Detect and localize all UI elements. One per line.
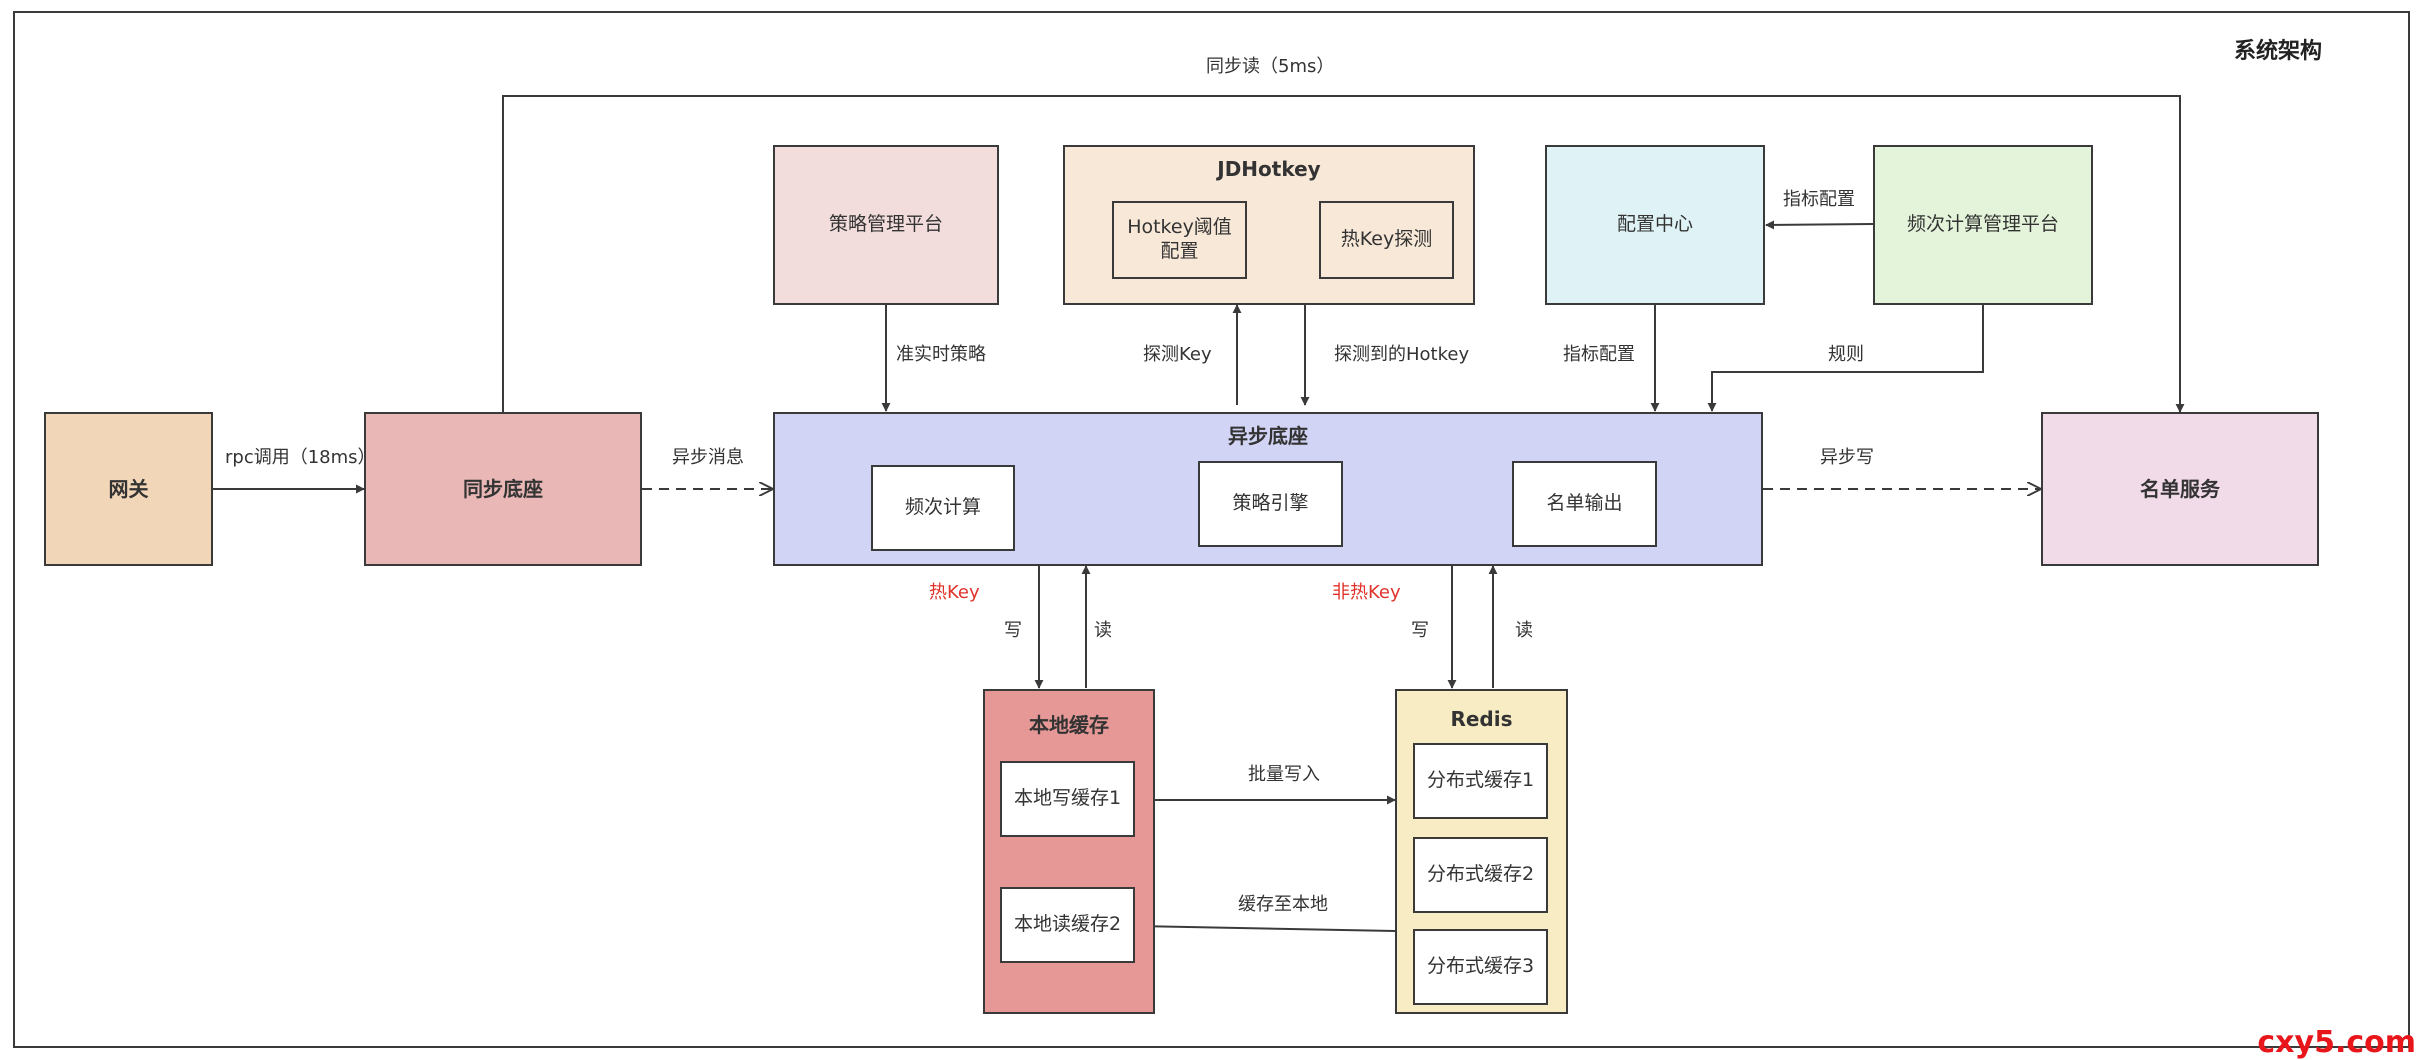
label-metric-config-top: 指标配置: [1783, 189, 1855, 210]
label-sync-read: 同步读（5ms）: [1206, 56, 1335, 77]
dist-cache-1-label: 分布式缓存1: [1426, 769, 1535, 792]
gateway-label: 网关: [108, 476, 149, 501]
edge-sync-read: [502, 95, 2185, 413]
async-base-title: 异步底座: [1228, 424, 1308, 448]
strategy-platform-node: 策略管理平台: [773, 145, 999, 305]
freq-platform-node: 频次计算管理平台: [1873, 145, 2093, 305]
gateway-node: 网关: [44, 412, 213, 566]
list-output-label: 名单输出: [1546, 492, 1623, 515]
dist-cache-3-label: 分布式缓存3: [1426, 955, 1535, 978]
strategy-engine-label: 策略引擎: [1232, 492, 1309, 515]
label-async-write: 异步写: [1820, 447, 1874, 468]
hotkey-threshold-node: Hotkey阈值 配置: [1112, 201, 1247, 279]
label-batch-write: 批量写入: [1248, 764, 1320, 785]
config-center-label: 配置中心: [1616, 213, 1693, 236]
watermark-logo: cxy5.com: [2257, 1025, 2416, 1060]
label-metric-config-down: 指标配置: [1563, 344, 1635, 365]
edge-metric-config-left: [1765, 220, 1874, 230]
label-cache-to-local: 缓存至本地: [1238, 894, 1328, 915]
dist-cache-3-node: 分布式缓存3: [1413, 929, 1548, 1005]
label-detect-key: 探测Key: [1143, 344, 1212, 365]
label-detected-hotkey: 探测到的Hotkey: [1334, 344, 1470, 365]
dist-cache-2-label: 分布式缓存2: [1426, 863, 1535, 886]
dist-cache-2-node: 分布式缓存2: [1413, 837, 1548, 913]
label-rpc: rpc调用（18ms）: [225, 447, 376, 468]
label-read-local: 读: [1094, 620, 1112, 641]
config-center-node: 配置中心: [1545, 145, 1765, 305]
list-service-label: 名单服务: [2140, 476, 2220, 501]
hotkey-detect-label: 热Key探测: [1340, 228, 1433, 251]
hotkey-threshold-label-line1: Hotkey阈值: [1127, 216, 1232, 239]
hotkey-detect-node: 热Key探测: [1319, 201, 1454, 279]
hotkey-threshold-label-line2: 配置: [1160, 240, 1199, 262]
edge-cache-to-local: [1134, 921, 1396, 932]
diagram-title: 系统架构: [2234, 39, 2323, 64]
redis-title: Redis: [1450, 707, 1513, 731]
local-read-cache-label: 本地读缓存2: [1013, 913, 1122, 936]
strategy-platform-label: 策略管理平台: [828, 213, 943, 236]
sync-base-label: 同步底座: [463, 476, 543, 501]
strategy-engine-node: 策略引擎: [1198, 461, 1343, 547]
label-non-hot-key: 非热Key: [1332, 582, 1401, 603]
edge-rules: [1707, 305, 1984, 412]
local-write-cache-node: 本地写缓存1: [1000, 761, 1135, 837]
label-hot-key: 热Key: [929, 582, 980, 603]
list-service-node: 名单服务: [2041, 412, 2319, 566]
label-async-msg: 异步消息: [672, 447, 744, 468]
label-rules: 规则: [1828, 344, 1864, 365]
local-cache-title: 本地缓存: [1029, 713, 1109, 737]
jdhotkey-title: JDHotkey: [1217, 157, 1321, 181]
freq-calc-node: 频次计算: [871, 465, 1015, 551]
local-read-cache-node: 本地读缓存2: [1000, 887, 1135, 963]
freq-calc-label: 频次计算: [904, 496, 981, 519]
outer-frame: [13, 11, 2410, 1048]
label-write-local: 写: [1004, 620, 1022, 641]
list-output-node: 名单输出: [1512, 461, 1657, 547]
sync-base-node: 同步底座: [364, 412, 642, 566]
label-read-redis: 读: [1515, 620, 1533, 641]
dist-cache-1-node: 分布式缓存1: [1413, 743, 1548, 819]
local-write-cache-label: 本地写缓存1: [1013, 787, 1122, 810]
local-cache-group: 本地缓存: [983, 689, 1155, 1014]
label-write-redis: 写: [1411, 620, 1429, 641]
label-realtime-strategy: 准实时策略: [896, 344, 986, 365]
freq-platform-label: 频次计算管理平台: [1906, 213, 2059, 236]
